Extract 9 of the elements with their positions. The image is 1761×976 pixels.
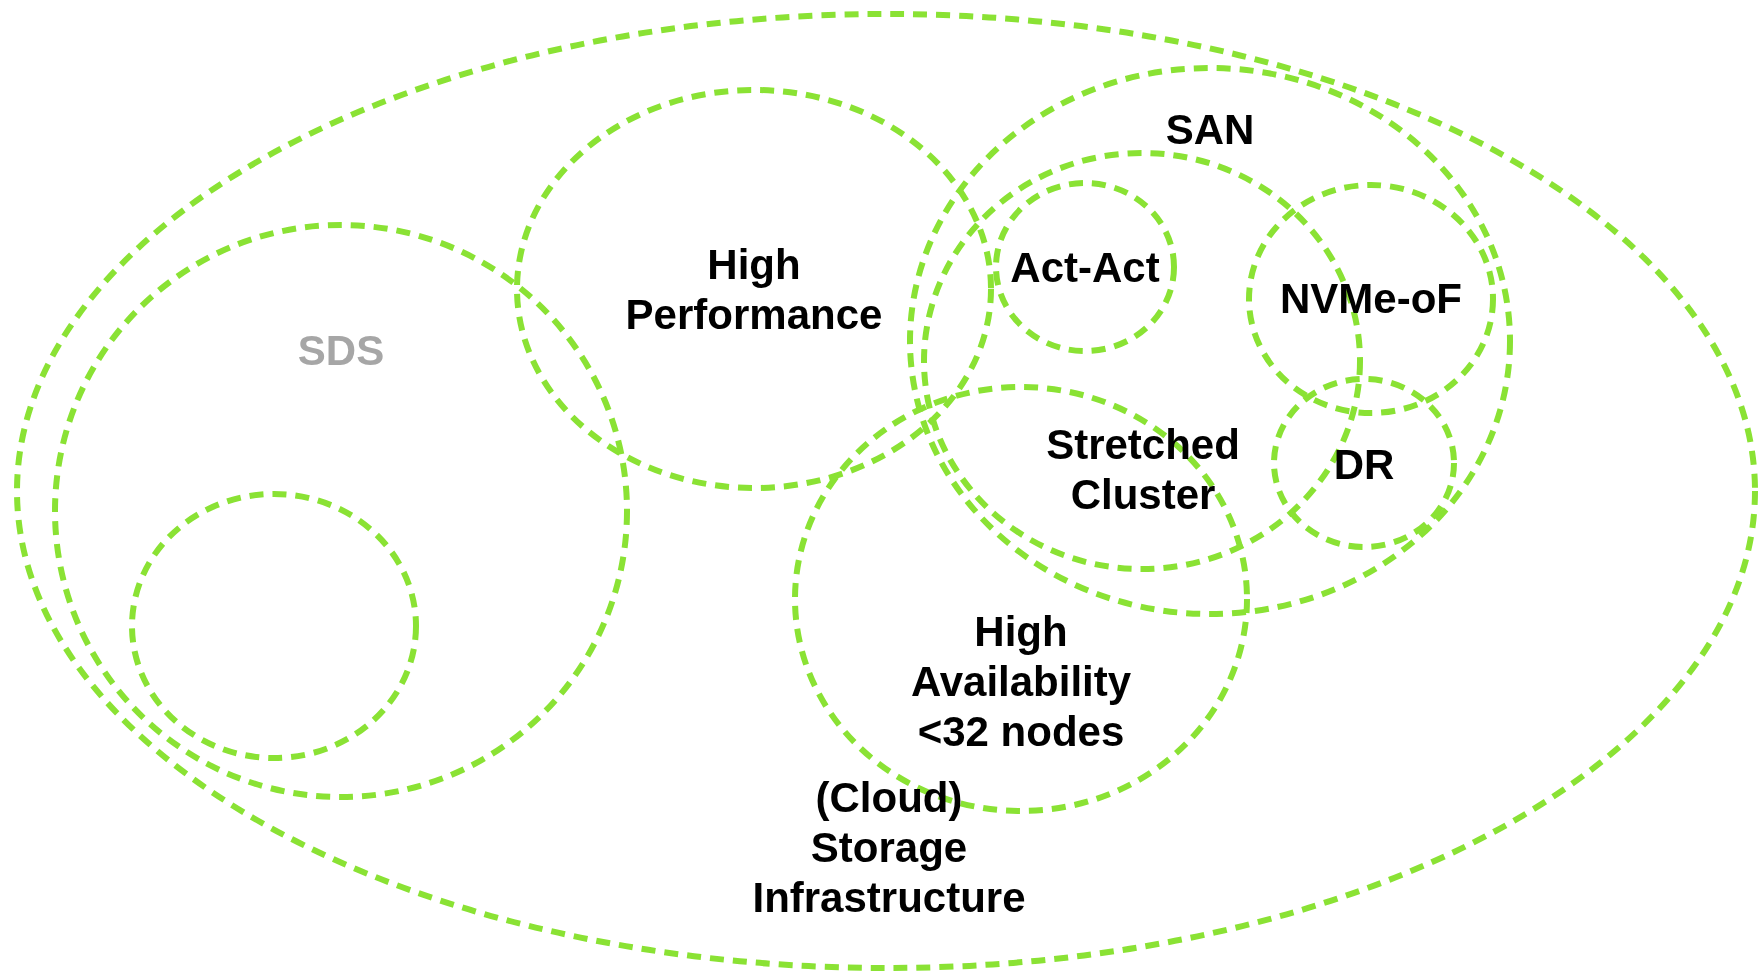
set-label: DR xyxy=(1332,440,1396,490)
set-label: Act-Act xyxy=(1009,243,1161,293)
set-label: (Cloud) Storage Infrastructure xyxy=(751,773,1027,923)
set-label: SDS xyxy=(296,326,386,376)
set-label: High Performance xyxy=(624,240,884,340)
set-label: High Availability <32 nodes xyxy=(909,607,1133,757)
set-label: Stretched Cluster xyxy=(1045,420,1241,520)
set-label: SAN xyxy=(1164,105,1256,155)
set-label: NVMe-oF xyxy=(1279,274,1463,324)
